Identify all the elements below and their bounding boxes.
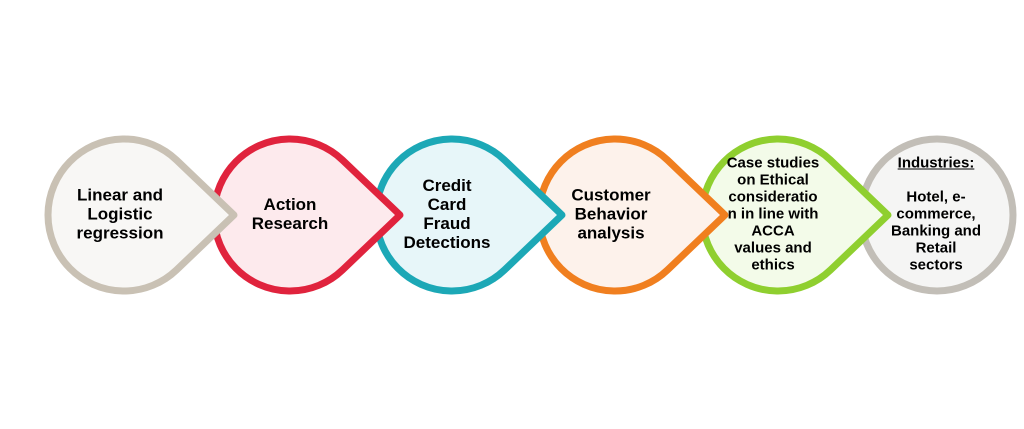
industries-text: Hotel, e- commerce, Banking and Retail s… — [890, 188, 981, 274]
step-1-shape — [44, 135, 238, 295]
step-5-label: Case studies on Ethical consideratio n i… — [726, 154, 820, 274]
step-6-label: Industries: Hotel, e- commerce, Banking … — [876, 138, 996, 291]
step-4-label: Customer Behavior analysis — [571, 185, 651, 243]
step-1-label: Linear and Logistic regression — [76, 185, 164, 243]
industries-heading: Industries: — [897, 154, 975, 172]
step-3-label: Credit Card Fraud Detections — [403, 176, 491, 252]
step-2-label: Action Research — [251, 195, 329, 233]
